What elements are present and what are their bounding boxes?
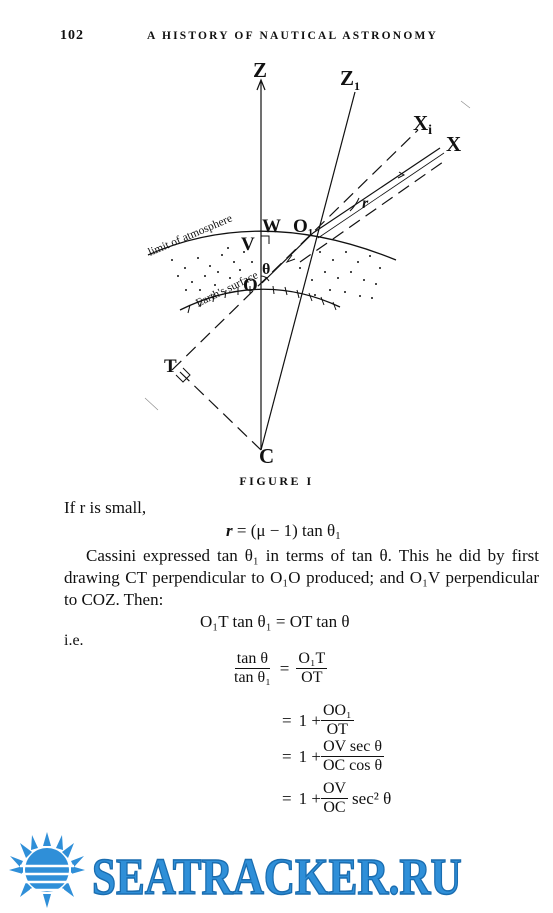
angle-r-arc <box>349 197 360 212</box>
page-number: 102 <box>60 28 84 43</box>
earth-hatches <box>187 285 337 314</box>
faint-mark-left <box>144 397 159 411</box>
label-limit-of-atmosphere: limit of atmosphere <box>146 213 234 259</box>
page-header: 102 A HISTORY OF NAUTICAL ASTRONOMY <box>0 28 553 48</box>
figure-diagram: Z Z1 Xi X r W O1 V θ O T C limit of atmo… <box>144 58 471 468</box>
atmosphere-arc <box>147 230 397 261</box>
refracted-arrow <box>285 254 296 264</box>
light-ray-o1-x <box>312 147 441 234</box>
atmosphere-dots <box>171 247 381 299</box>
label-z: Z <box>253 58 267 82</box>
label-t: T <box>164 356 177 377</box>
label-z1: Z1 <box>340 66 360 93</box>
label-o: O <box>243 275 258 296</box>
right-angle-t <box>175 367 191 383</box>
label-xi: Xi <box>413 111 432 138</box>
label-c: C <box>259 444 274 468</box>
watermark-logo: SEATRACKER.RU <box>0 830 553 910</box>
label-o1: O1 <box>293 216 313 239</box>
faint-mark-right <box>460 100 471 109</box>
watermark-text: SEATRACKER.RU <box>91 848 462 907</box>
line-c-z1 <box>260 91 356 451</box>
equation-o1t: O₁T tan θ₁ = OT tan θ <box>200 612 350 631</box>
ray-arrow <box>397 171 406 179</box>
cassini-paragraph: Cassini expressed tan θ₁ in terms of tan… <box>64 546 539 609</box>
ie-label: i.e. <box>64 632 84 649</box>
refracted-ray <box>261 232 314 284</box>
dashed-line-o1-x <box>299 161 444 263</box>
label-theta: θ <box>262 261 270 278</box>
figure-caption: FIGURE I <box>239 474 314 488</box>
dashed-line-ct <box>179 371 262 451</box>
label-x: X <box>446 132 461 156</box>
angle-theta-arc <box>260 275 270 282</box>
zenith-arrowhead <box>256 78 266 91</box>
equation-r: r = (μ − 1) tan θ1 <box>226 521 341 542</box>
label-w: W <box>262 216 281 237</box>
sun-icon <box>9 832 85 908</box>
light-ray-x-upper <box>317 152 445 239</box>
running-head: A HISTORY OF NAUTICAL ASTRONOMY <box>147 30 439 42</box>
if-small-text: If r is small, <box>64 498 147 517</box>
right-angle-v <box>261 235 270 244</box>
label-r: r <box>362 195 369 212</box>
earth-surface-arc <box>179 288 341 311</box>
label-v: V <box>241 234 255 255</box>
